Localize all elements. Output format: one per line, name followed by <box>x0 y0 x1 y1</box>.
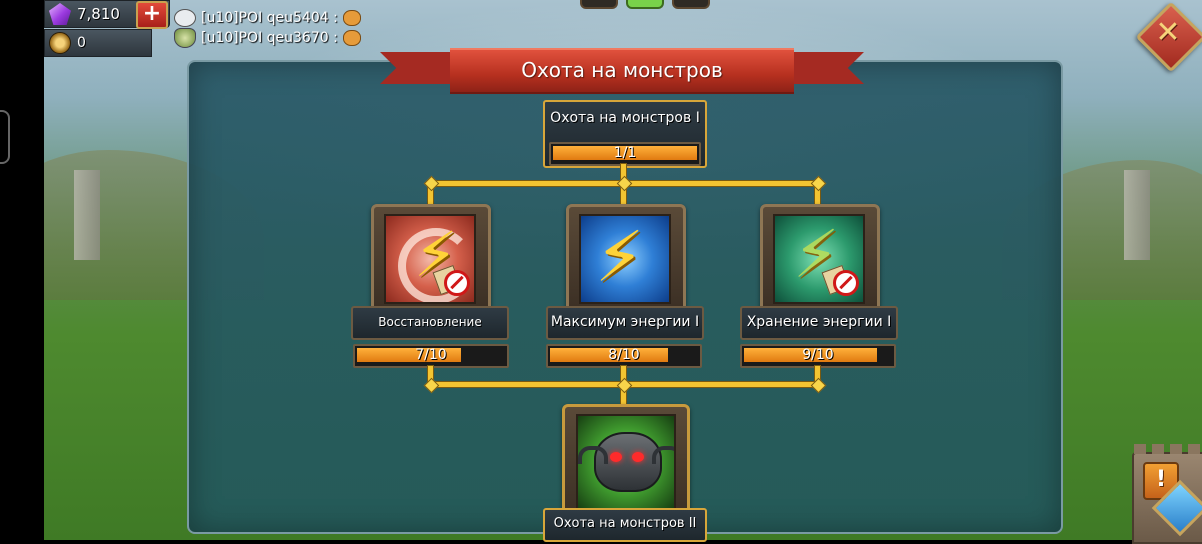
skill-progress-text: 8/10 <box>608 347 640 363</box>
skull-eye <box>610 452 622 462</box>
page-dot[interactable] <box>580 0 618 9</box>
skill-icon: ⚡ <box>384 214 476 304</box>
skill-progress-fill <box>550 348 668 362</box>
horn-icon <box>652 446 674 464</box>
close-icon: ✕ <box>1155 15 1181 50</box>
background-pillar <box>1124 170 1150 260</box>
connector <box>621 366 626 384</box>
emoji-icon <box>342 30 361 46</box>
lightning-icon: ⚡ <box>595 216 645 298</box>
connector <box>621 386 626 408</box>
skill-progress-bar: 7/10 <box>353 344 509 368</box>
connector <box>815 184 820 206</box>
skull-icon <box>594 432 662 492</box>
page-dot[interactable] <box>672 0 710 9</box>
no-entry-icon <box>833 270 859 296</box>
regen-ring-icon <box>398 228 474 302</box>
skill-progress-bar: 8/10 <box>546 344 702 368</box>
connector <box>621 164 626 182</box>
no-entry-icon <box>444 270 470 296</box>
gems-value: 7,810 <box>77 5 120 23</box>
device-edge <box>0 0 44 540</box>
chat-bubble-icon <box>174 9 196 27</box>
skill-progress-text: 7/10 <box>415 347 447 363</box>
skill-name: Охота на монстров II <box>543 508 707 542</box>
exclamation-icon: ! <box>1155 467 1167 492</box>
skill-icon <box>576 414 676 510</box>
gold-coin-icon <box>49 32 71 54</box>
connector <box>428 184 433 206</box>
emoji-icon <box>342 10 361 26</box>
skill-name: Хранение энергии I <box>740 306 898 340</box>
title-ribbon: Охота на монстров <box>380 48 864 94</box>
chat-text: [u10]POI qeu5404 : <box>201 10 338 26</box>
skill-name: Охота на монстров I <box>550 110 700 126</box>
skill-progress-text: 9/10 <box>802 347 834 363</box>
skill-progress-bar: 9/10 <box>740 344 896 368</box>
coins-value: 0 <box>77 35 86 51</box>
connector <box>428 366 433 384</box>
edge-handle[interactable] <box>0 110 10 164</box>
skull-eye <box>632 452 644 462</box>
skill-node-root[interactable]: Охота на монстров I 1/1 <box>543 100 707 168</box>
connector <box>815 366 820 384</box>
skill-progress-text: 1/1 <box>613 145 637 161</box>
add-gems-button[interactable]: + <box>136 1 168 29</box>
close-button[interactable]: ✕ <box>1135 1 1202 73</box>
coins-counter: 0 <box>44 29 152 57</box>
skill-icon: ⚡ <box>773 214 865 304</box>
skill-progress-fill <box>553 146 697 160</box>
skill-progress-bar: 1/1 <box>549 142 701 166</box>
window-title: Охота на монстров <box>521 58 723 82</box>
plus-icon: + <box>142 1 162 26</box>
page-dot-active[interactable] <box>626 0 664 9</box>
background-pillar <box>74 170 100 260</box>
horn-icon <box>578 446 608 464</box>
ribbon-band <box>450 48 794 94</box>
chat-line[interactable]: [u10]POI qeu3670 : <box>174 28 361 48</box>
skill-name: Максимум энергии I <box>546 306 704 340</box>
purple-gem-icon <box>49 3 71 25</box>
skill-progress-fill <box>357 348 461 362</box>
skill-name: Восстановление энергии I <box>351 306 509 357</box>
connector <box>621 184 626 206</box>
chat-text: [u10]POI qeu3670 : <box>201 30 338 46</box>
skill-icon: ⚡ <box>579 214 671 304</box>
chat-line[interactable]: [u10]POI qeu5404 : <box>174 8 361 28</box>
skill-progress-fill <box>744 348 877 362</box>
page-indicator <box>580 0 710 9</box>
guild-emblem-icon <box>174 28 196 48</box>
